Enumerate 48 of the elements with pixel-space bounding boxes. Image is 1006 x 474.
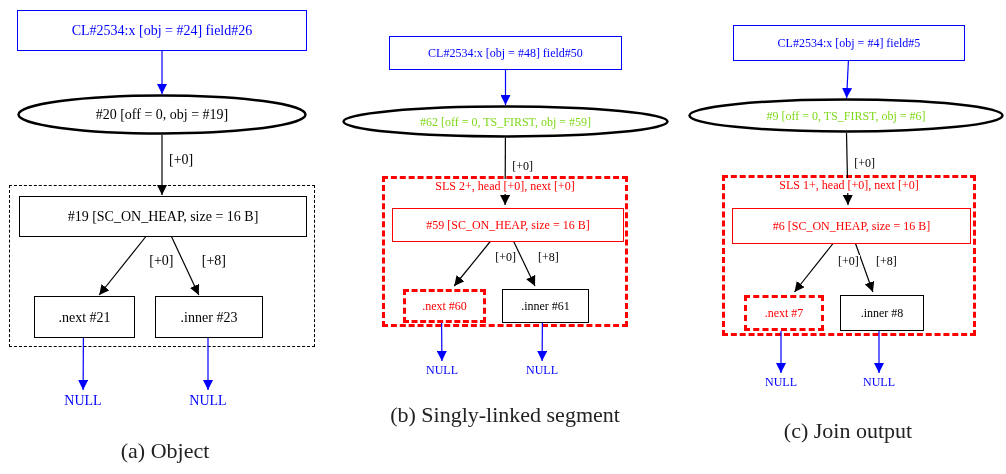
object-cluster xyxy=(9,185,315,347)
arrow xyxy=(98,235,147,296)
field-box: .inner #8 xyxy=(840,295,924,331)
edge-label: [+0] xyxy=(168,153,195,167)
null-label: NULL xyxy=(53,390,113,410)
field-box: .next #21 xyxy=(34,296,135,338)
arrow xyxy=(203,336,213,391)
null-label: NULL xyxy=(178,390,238,410)
field-box: .inner #23 xyxy=(155,296,263,338)
edge-label: [+0] xyxy=(494,250,518,263)
field-box: .next #60 xyxy=(403,289,486,323)
segment-cluster xyxy=(382,176,628,327)
object-box: #6 [SC_ON_HEAP, size = 16 B] xyxy=(732,208,971,244)
arrow xyxy=(500,69,511,106)
field-box: .next #7 xyxy=(744,295,824,331)
subfigure-caption: (a) Object xyxy=(119,440,211,462)
edge-label: [+0] xyxy=(853,157,876,169)
arrow xyxy=(157,50,167,95)
edge-label: [+0] xyxy=(837,254,860,267)
variable-box: CL#2534:x [obj = #48] field#50 xyxy=(389,36,622,70)
null-label: NULL xyxy=(756,373,806,391)
arrow xyxy=(170,235,200,296)
edge-label: [+0] xyxy=(148,253,175,268)
cluster-heading: SLS 1+, head [+0], next [+0] xyxy=(779,178,919,193)
field-box: #19 [SC_ON_HEAP, size = 16 B] xyxy=(19,196,307,237)
object-box: #59 [SC_ON_HEAP, size = 16 B] xyxy=(392,208,624,242)
segment-cluster xyxy=(722,175,976,336)
pointer-ellipse: #20 [off = 0, obj = #19] xyxy=(17,94,307,135)
variable-box: CL#2534:x [obj = #24] field#26 xyxy=(17,10,307,51)
pointer-ellipse: #9 [off = 0, TS_FIRST, obj = #6] xyxy=(688,98,1004,133)
pointer-ellipse: #62 [off = 0, TS_FIRST, obj = #59] xyxy=(342,105,669,138)
arrow xyxy=(842,60,853,99)
edge-label: [+8] xyxy=(200,253,228,268)
null-label: NULL xyxy=(517,361,567,379)
edge-label: [+0] xyxy=(511,159,534,172)
arrow xyxy=(78,336,89,391)
null-label: NULL xyxy=(417,361,467,379)
arrow xyxy=(500,137,511,206)
subfigure-caption: (b) Singly-linked segment xyxy=(389,404,621,426)
null-label: NULL xyxy=(854,373,904,391)
variable-box: CL#2534:x [obj = #4] field#5 xyxy=(733,25,965,61)
edge-label: [+8] xyxy=(537,250,560,263)
field-box: .inner #61 xyxy=(502,289,589,323)
arrow xyxy=(157,134,167,196)
edge-label: [+8] xyxy=(874,254,898,267)
arrow xyxy=(842,132,853,206)
subfigure-caption: (c) Join output xyxy=(782,420,914,442)
cluster-heading: SLS 2+, head [+0], next [+0] xyxy=(435,179,575,194)
